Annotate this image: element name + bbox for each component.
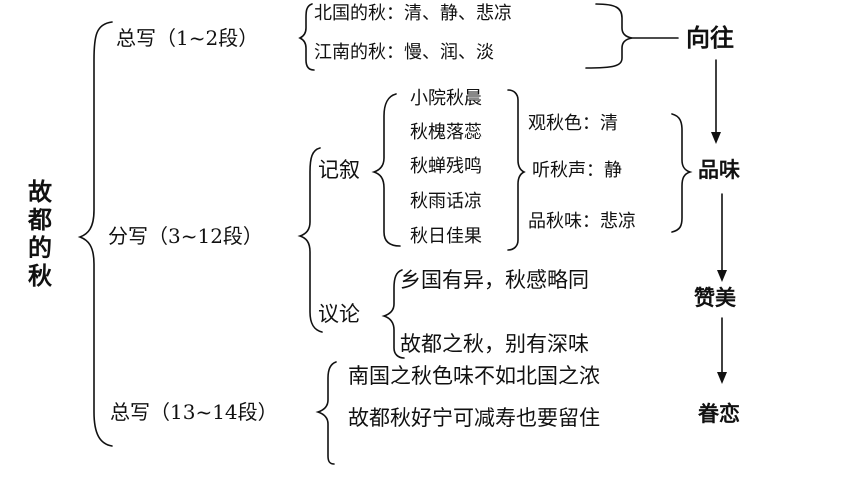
diagram-title: 故 都 的 秋: [25, 178, 55, 290]
emotion-savor: 品味: [698, 158, 740, 182]
sense-item: 听秋声：静: [532, 160, 622, 181]
discussion-brace: [381, 269, 405, 359]
title-char: 的: [28, 234, 52, 262]
scene-item: 秋槐落蕊: [410, 122, 482, 143]
scene-item: 秋雨话凉: [410, 191, 482, 212]
arrow-praise-to-attachment: [717, 317, 727, 384]
discussion-line: 乡国有异，秋感略同: [400, 268, 589, 292]
intro-line-north: 北国的秋：清、静、悲凉: [314, 3, 512, 24]
outro-line: 故都秋好宁可减寿也要留住: [348, 406, 600, 430]
title-char: 都: [28, 206, 52, 234]
sense-item: 品秋味：悲凉: [528, 211, 636, 232]
intro-brace: [298, 3, 315, 71]
body-brace: [297, 147, 323, 333]
discussion-label: 议论: [318, 302, 360, 326]
scenes-close-brace: [507, 89, 526, 251]
outro-line: 南国之秋色味不如北国之浓: [348, 364, 600, 388]
senses-close-brace: [671, 113, 693, 233]
scene-item: 秋日佳果: [410, 226, 482, 247]
intro-label: 总写（1~2段）: [116, 26, 259, 50]
title-char: 秋: [28, 262, 52, 290]
title-char: 故: [28, 178, 52, 206]
intro-line-south: 江南的秋：慢、润、淡: [314, 42, 494, 63]
outro-label: 总写（13~14段）: [110, 400, 278, 424]
emotion-yearning: 向往: [686, 24, 734, 52]
arrow-yearning-to-savor: [711, 59, 721, 144]
main-brace: [77, 21, 113, 447]
emotion-attachment: 眷恋: [698, 402, 740, 426]
scene-item: 小院秋晨: [410, 88, 482, 109]
intro-close-brace: [585, 3, 633, 69]
sense-item: 观秋色：清: [528, 113, 618, 134]
body-label: 分写（3~12段）: [108, 224, 263, 248]
discussion-line: 故都之秋，别有深味: [400, 332, 589, 356]
scene-item: 秋蝉残鸣: [410, 156, 482, 177]
emotion-praise: 赞美: [694, 286, 736, 310]
outro-brace: [315, 361, 337, 465]
arrow-savor-to-praise: [717, 193, 727, 282]
narrative-brace: [371, 93, 401, 247]
narrative-label: 记叙: [318, 158, 360, 182]
